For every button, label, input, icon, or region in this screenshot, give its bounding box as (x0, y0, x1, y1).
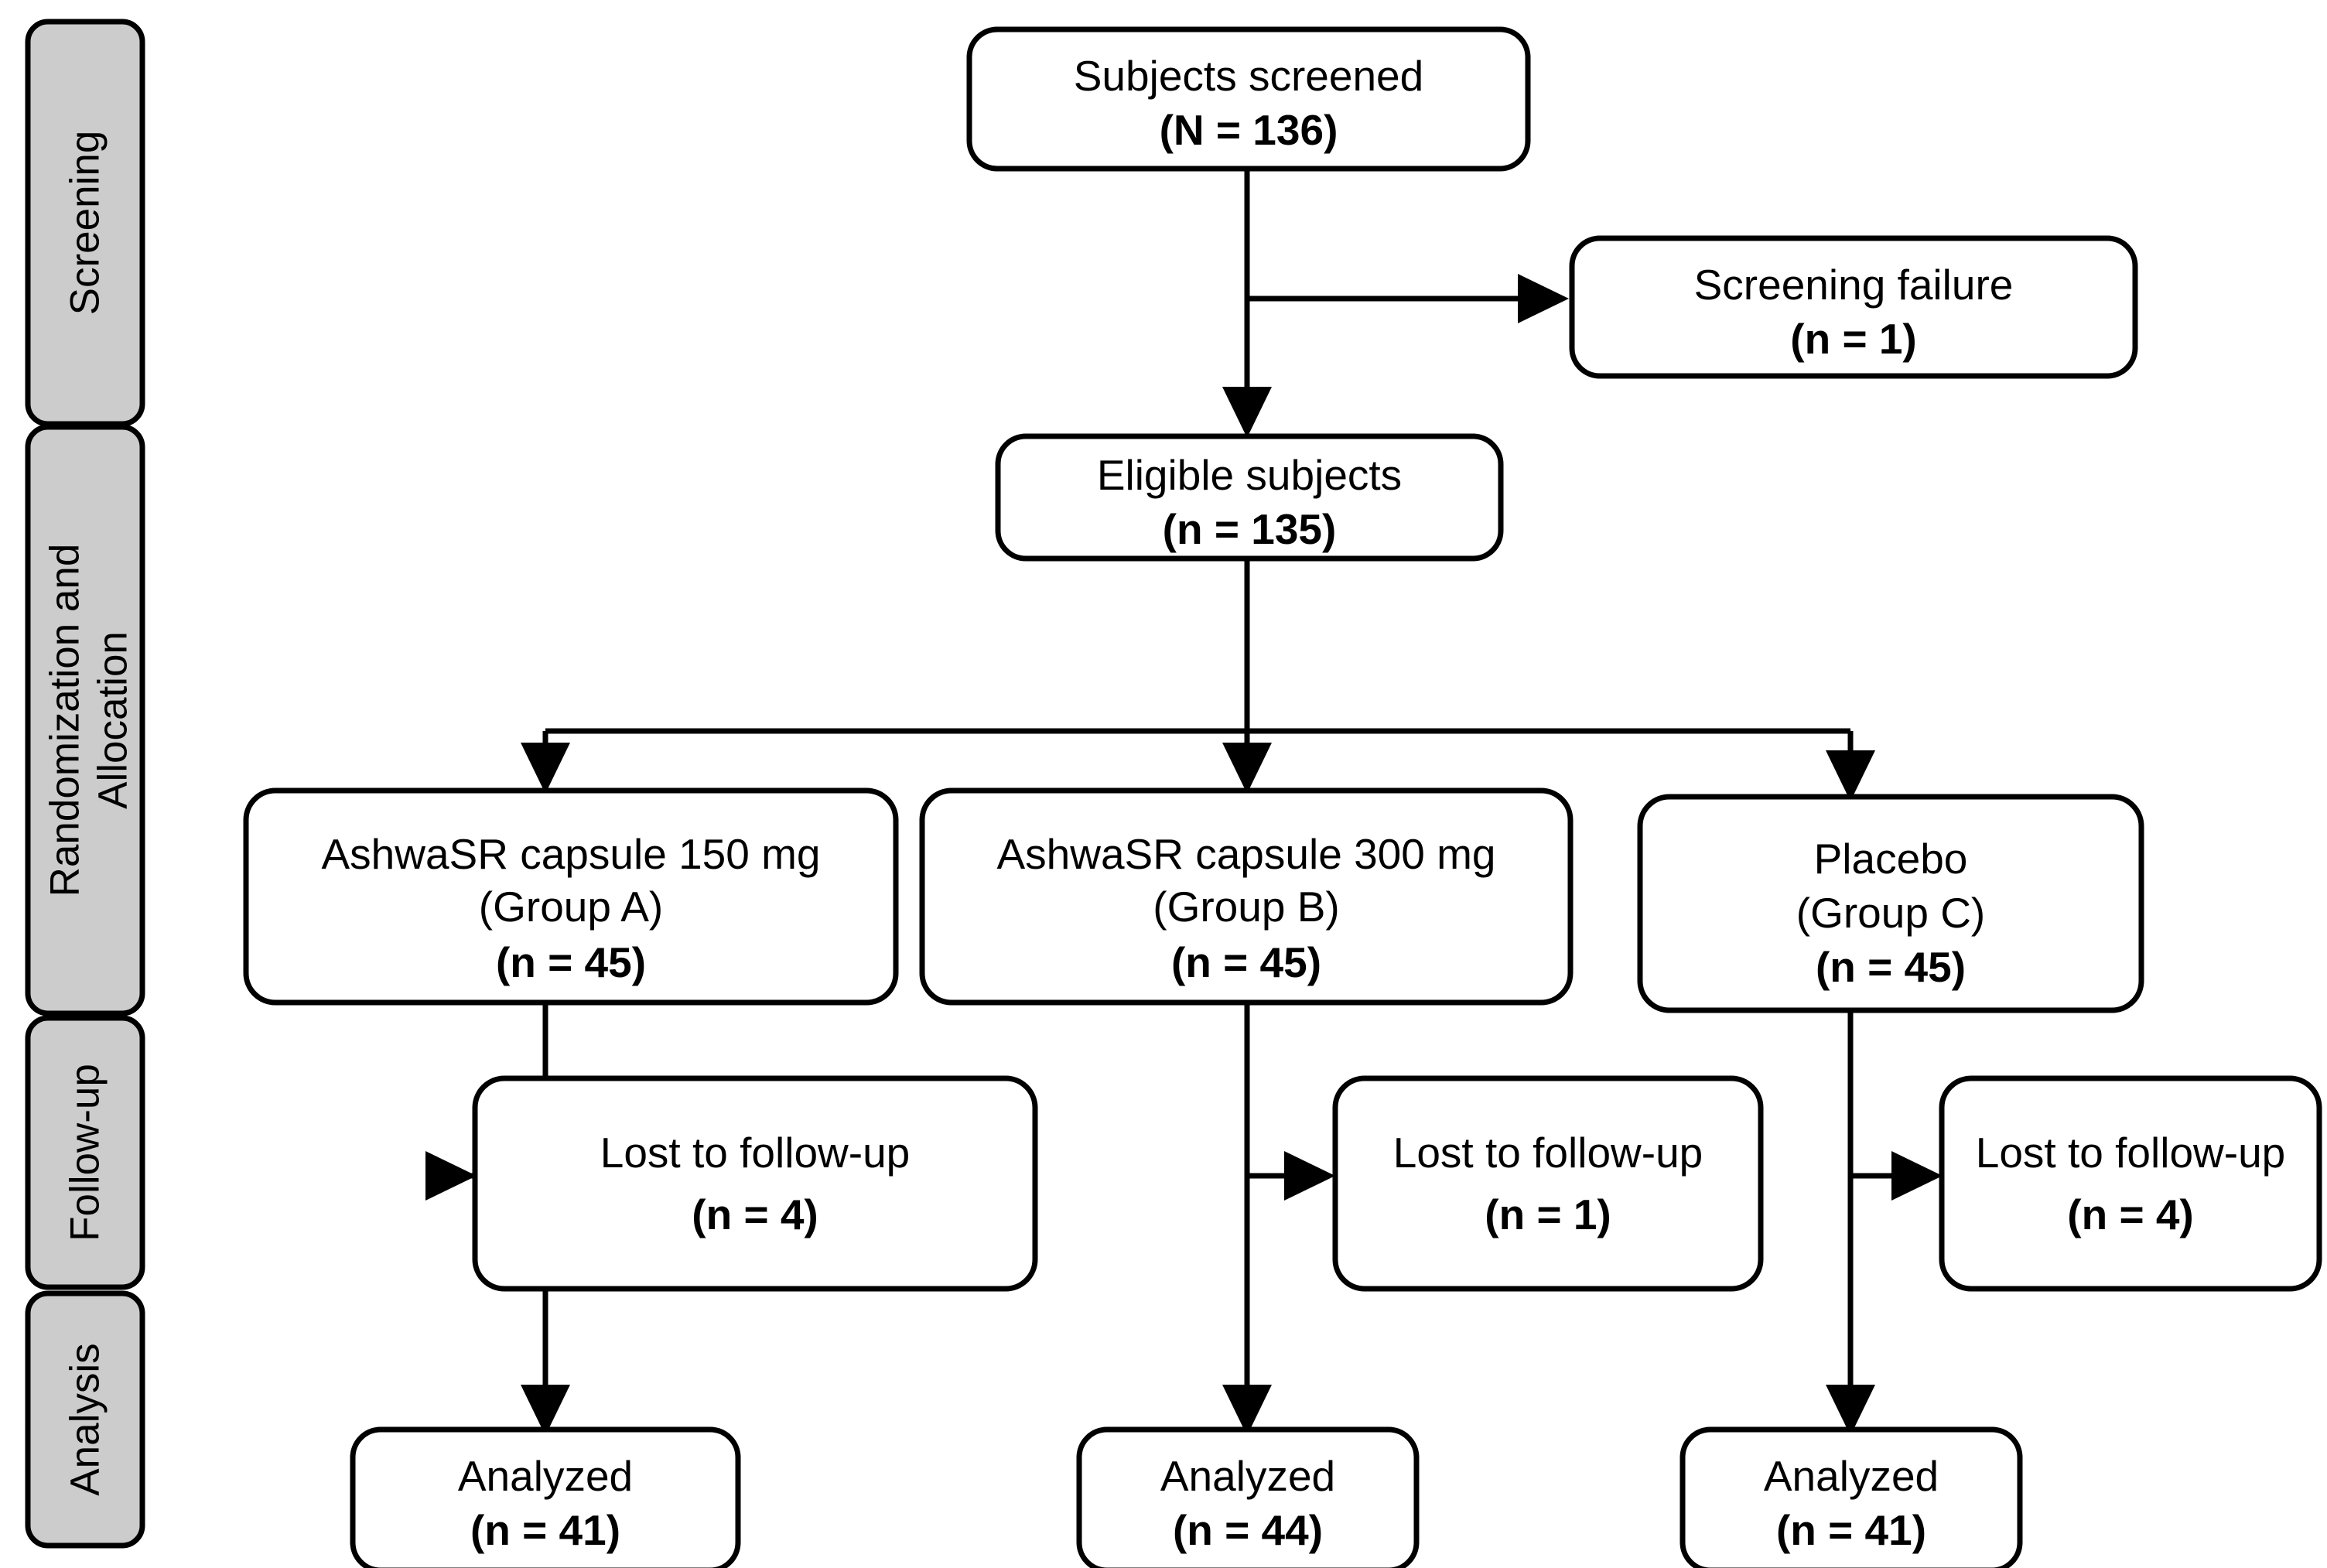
node-analyzed-a-rect[interactable] (350, 1426, 741, 1568)
node-group-b-rect[interactable] (919, 787, 1574, 1006)
node-group-a-line2: (Group A) (479, 883, 663, 931)
arrowhead-analyzed-c (1826, 1385, 1875, 1436)
stage-analysis-label: Analysis (63, 1343, 108, 1495)
stage-sidebar: Screening Randomization and Allocation F… (25, 19, 145, 1549)
arrowhead-group-c (1826, 750, 1875, 801)
node-analyzed-a-line2: (n = 41) (470, 1506, 620, 1554)
node-lost-b-rect[interactable] (1332, 1075, 1764, 1292)
node-lost-c-rect[interactable] (1939, 1075, 2322, 1292)
node-group-a-rect[interactable] (243, 787, 899, 1006)
node-screening-failure[interactable]: Screening failure (n = 1) (1569, 235, 2138, 379)
node-analyzed-c[interactable]: Analyzed (n = 41) (1679, 1426, 2023, 1568)
node-lost-a-rect[interactable] (472, 1075, 1038, 1292)
node-eligible-subjects[interactable]: Eligible subjects (n = 135) (995, 433, 1504, 562)
node-lost-a-line1: Lost to follow-up (600, 1129, 911, 1177)
arrowhead-lost-a (425, 1151, 477, 1201)
stage-block-randomization[interactable]: Randomization and Allocation (25, 424, 145, 1016)
stage-screening-label: Screening (63, 131, 108, 316)
node-analyzed-b-rect[interactable] (1076, 1426, 1420, 1568)
node-group-c-line2: (Group C) (1796, 889, 1986, 937)
stage-randomization-rect[interactable] (25, 424, 145, 1016)
arrowhead-eligible (1222, 387, 1272, 438)
node-lost-to-followup-b[interactable]: Lost to follow-up (n = 1) (1332, 1075, 1764, 1292)
stage-block-followup[interactable]: Follow-up (25, 1015, 145, 1290)
node-screening-failure-line1: Screening failure (1694, 261, 2014, 309)
node-group-b[interactable]: AshwaSR capsule 300 mg (Group B) (n = 45… (919, 787, 1574, 1006)
node-analyzed-c-line1: Analyzed (1764, 1452, 1939, 1500)
node-group-c[interactable]: Placebo (Group C) (n = 45) (1637, 794, 2144, 1013)
node-analyzed-c-line2: (n = 41) (1776, 1506, 1926, 1554)
arrowhead-group-a (521, 743, 570, 794)
node-subjects-screened[interactable]: Subjects screened (N = 136) (966, 26, 1531, 172)
arrowhead-group-b (1222, 743, 1272, 794)
node-group-a-line3: (n = 45) (496, 938, 646, 986)
node-group-c-line3: (n = 45) (1816, 943, 1966, 991)
node-analyzed-c-rect[interactable] (1679, 1426, 2023, 1568)
arrowhead-lost-b (1284, 1151, 1335, 1201)
node-group-c-rect[interactable] (1637, 794, 2144, 1013)
node-lost-to-followup-c[interactable]: Lost to follow-up (n = 4) (1939, 1075, 2322, 1292)
node-lost-to-followup-a[interactable]: Lost to follow-up (n = 4) (472, 1075, 1038, 1292)
node-group-b-line2: (Group B) (1153, 883, 1339, 931)
node-analyzed-a[interactable]: Analyzed (n = 41) (350, 1426, 741, 1568)
node-eligible-subjects-rect[interactable] (995, 433, 1504, 562)
arrowhead-analyzed-a (521, 1385, 570, 1436)
stage-followup-label: Follow-up (63, 1064, 108, 1242)
node-subjects-screened-rect[interactable] (966, 26, 1531, 172)
stage-screening-rect[interactable] (25, 19, 145, 427)
stage-followup-rect[interactable] (25, 1015, 145, 1290)
node-group-c-line1: Placebo (1814, 835, 1968, 883)
arrowhead-screening-failure (1518, 274, 1569, 323)
node-group-a-line1: AshwaSR capsule 150 mg (321, 830, 820, 878)
arrowhead-analyzed-b (1222, 1385, 1272, 1436)
node-analyzed-a-line1: Analyzed (458, 1452, 633, 1500)
node-group-b-line1: AshwaSR capsule 300 mg (996, 830, 1495, 878)
node-eligible-subjects-line2: (n = 135) (1163, 505, 1337, 553)
stage-block-analysis[interactable]: Analysis (25, 1290, 145, 1549)
node-lost-a-line2: (n = 4) (692, 1191, 818, 1238)
node-eligible-subjects-line1: Eligible subjects (1097, 451, 1402, 499)
node-group-b-line3: (n = 45) (1171, 938, 1321, 986)
node-subjects-screened-line1: Subjects screened (1074, 52, 1424, 100)
node-analyzed-b[interactable]: Analyzed (n = 44) (1076, 1426, 1420, 1568)
stage-randomization-label-line1: Randomization and (43, 544, 88, 897)
node-lost-c-line1: Lost to follow-up (1976, 1129, 2286, 1177)
node-analyzed-b-line2: (n = 44) (1173, 1506, 1323, 1554)
node-screening-failure-line2: (n = 1) (1790, 315, 1917, 363)
node-subjects-screened-line2: (N = 136) (1160, 106, 1338, 154)
stage-randomization-label-line2: Allocation (91, 631, 136, 809)
stage-analysis-rect[interactable] (25, 1290, 145, 1549)
node-lost-b-line2: (n = 1) (1485, 1191, 1611, 1238)
arrowhead-lost-c (1891, 1151, 1943, 1201)
node-lost-c-line2: (n = 4) (2067, 1191, 2194, 1238)
node-screening-failure-rect[interactable] (1569, 235, 2138, 379)
node-group-a[interactable]: AshwaSR capsule 150 mg (Group A) (n = 45… (243, 787, 899, 1006)
node-lost-b-line1: Lost to follow-up (1393, 1129, 1703, 1177)
node-analyzed-b-line1: Analyzed (1160, 1452, 1335, 1500)
stage-block-screening[interactable]: Screening (25, 19, 145, 427)
